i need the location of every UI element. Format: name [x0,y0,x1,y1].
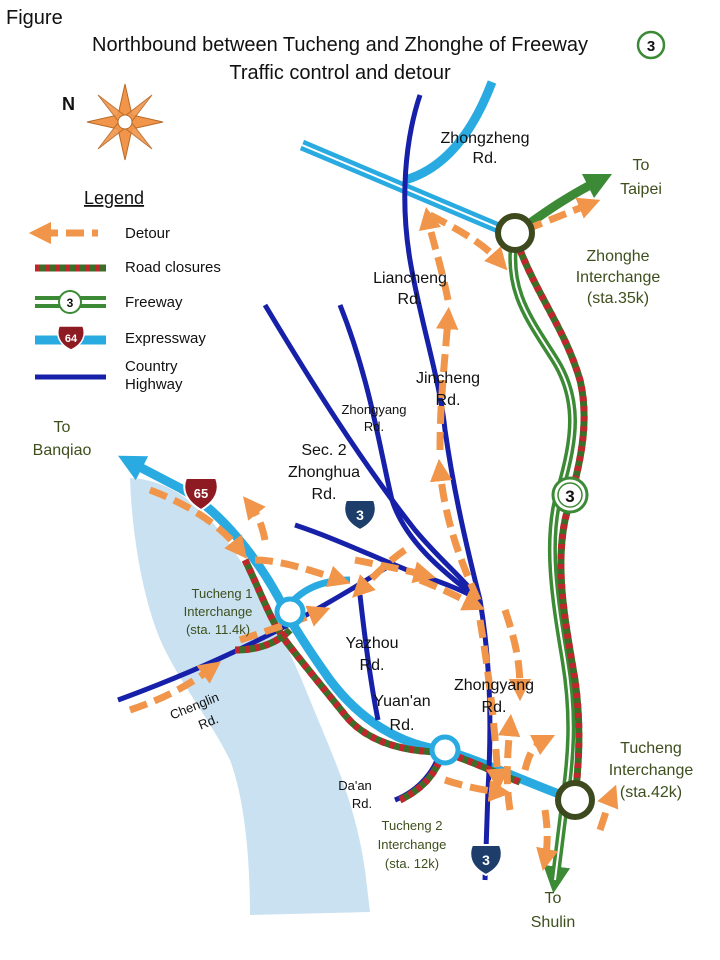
yazhou-rd-label-2: Rd. [360,657,385,674]
map-labels: Zhongzheng Rd. To Taipei Zhonghe Interch… [33,130,694,931]
highway-3-shield-mid-number: 3 [356,507,364,523]
river [130,478,370,915]
zhonghua-rd-label-1: Sec. 2 [301,442,346,459]
legend-highway-label-2: Highway [125,376,183,393]
title-line-2: Traffic control and detour [229,62,451,84]
title-line-1: Northbound between Tucheng and Zhonghe o… [92,34,588,56]
legend-highway-label-1: Country [125,358,178,375]
tucheng-2-interchange-label-2: Interchange [378,837,447,852]
tucheng-interchange-label-1: Tucheng [620,740,682,757]
legend-closure-label: Road closures [125,259,221,276]
highway-3-shield-mid: 3 [343,499,377,532]
zhonghe-interchange-label-2: Interchange [576,269,661,286]
zhongzheng-rd-label-1: Zhongzheng [441,130,530,147]
tucheng-1-interchange-label-3: (sta. 11.4k) [186,622,250,637]
zhonghe-interchange-marker [495,213,535,253]
compass-icon [86,83,164,161]
legend-freeway-label: Freeway [125,294,183,311]
figure-label: Figure [6,7,63,29]
tucheng-interchange-label-2: Interchange [609,762,694,779]
daan-rd-label-2: Rd. [352,796,372,811]
zhonghua-rd-label-3: Rd. [312,486,337,503]
zhonghe-interchange-label-3: (sta.35k) [587,290,649,307]
zhongyang-rd-north-label-1: Zhongyang [341,402,406,417]
expressway-road-closure [234,558,522,804]
expressway-65-shield-number: 65 [194,486,208,501]
to-shulin-label-1: To [545,890,562,907]
freeway-road-closure [516,248,588,801]
tucheng-2-interchange-marker [429,734,461,766]
legend-expressway-shield: 64 [65,333,78,345]
title-freeway-shield: 3 [636,30,666,60]
legend-heading: Legend [84,188,144,208]
tucheng-interchange-label-3: (sta.42k) [620,784,682,801]
to-taipei-label-1: To [633,157,650,174]
tucheng-1-interchange-label-2: Interchange [184,604,253,619]
highway-3-shield-bottom-number: 3 [482,852,490,868]
liancheng-rd-label-2: Rd. [398,291,423,308]
expressway-65-shield: 65 [183,477,219,512]
legend-detour-label: Detour [125,225,170,242]
legend-expressway-label: Expressway [125,330,206,347]
jincheng-rd-label-1: Jincheng [416,370,480,387]
zhongyang-rd-south-label-2: Rd. [482,699,507,716]
yuanan-rd-label-1: Yuan'an [373,693,430,710]
svg-text:3: 3 [647,38,655,55]
liancheng-rd-label-1: Liancheng [373,270,447,287]
yuanan-rd-label-2: Rd. [390,717,415,734]
tucheng-2-interchange-label-3: (sta. 12k) [385,856,439,871]
freeway-3-shield-number: 3 [565,487,574,506]
tucheng-interchange-marker [555,780,595,820]
zhongyang-rd-north-label-2: Rd. [364,419,384,434]
freeway-3-shield: 3 [551,476,589,514]
to-shulin-label-2: Shulin [531,914,575,931]
to-banqiao-label-2: Banqiao [33,442,92,459]
to-taipei-label-2: Taipei [620,181,662,198]
zhonghe-interchange-label-1: Zhonghe [586,248,649,265]
legend-freeway-shield: 3 [67,296,74,310]
daan-rd-label-1: Da'an [338,778,372,793]
tucheng-1-interchange-label-1: Tucheng 1 [192,586,253,601]
tucheng-1-interchange-marker [274,596,306,628]
jincheng-rd-label-2: Rd. [436,392,461,409]
legend: Legend Detour Road closures 3 Freeway 64… [28,188,221,393]
highway-3-shield-bottom: 3 [469,844,503,877]
zhongyang-rd-south-label-1: Zhongyang [454,677,534,694]
compass-north-label: N [62,94,75,114]
tucheng-2-interchange-label-1: Tucheng 2 [382,818,443,833]
chenglin-rd-label-2: Rd. [196,711,220,732]
zhonghua-rd-label-2: Zhonghua [288,464,360,481]
to-banqiao-label-1: To [54,419,71,436]
zhongzheng-rd-label-2: Rd. [473,150,498,167]
yazhou-rd-label-1: Yazhou [345,635,398,652]
